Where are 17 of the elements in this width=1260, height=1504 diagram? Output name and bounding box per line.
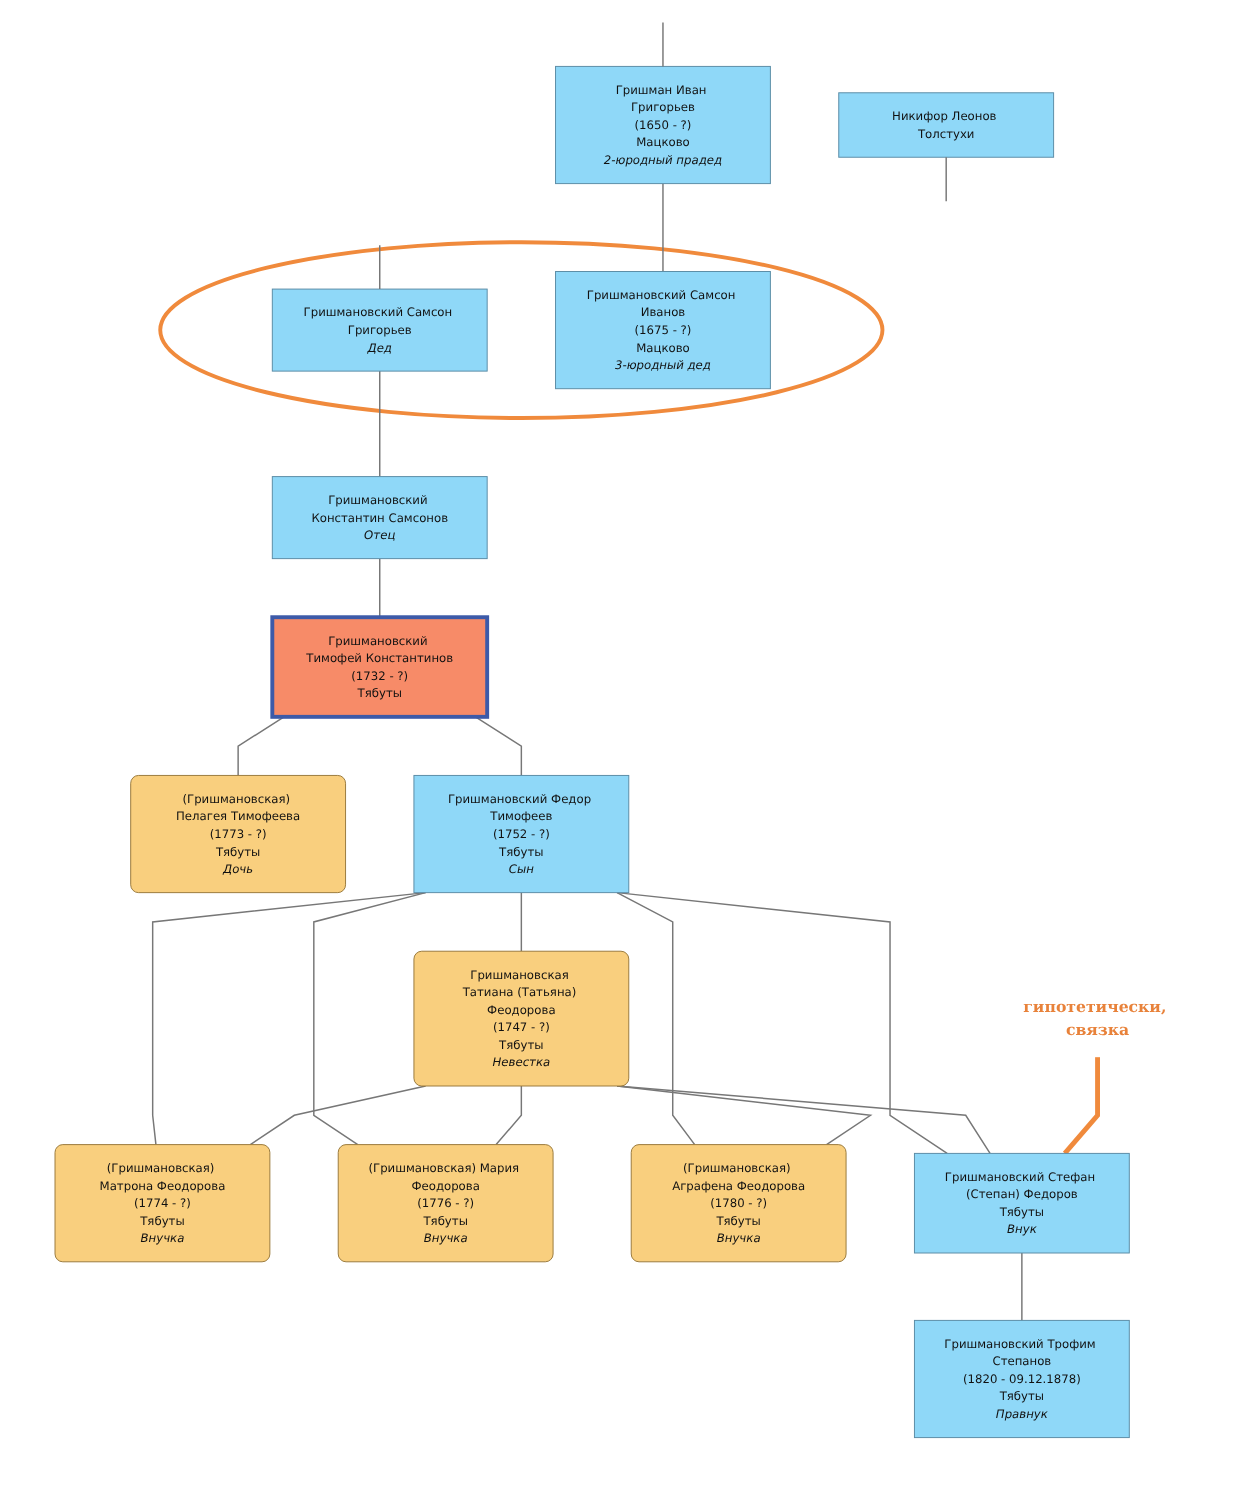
connector — [1062, 1056, 1100, 1155]
connector-line — [662, 21, 664, 68]
connector — [313, 891, 427, 1146]
connector — [616, 891, 696, 1146]
connector — [474, 716, 523, 777]
connector — [379, 370, 381, 478]
connector — [237, 716, 285, 777]
connector — [379, 557, 381, 618]
connector — [495, 1085, 523, 1146]
connector — [662, 182, 664, 273]
highlight-ellipse — [158, 240, 885, 420]
connector — [520, 891, 523, 952]
connector-line — [945, 156, 947, 202]
connector — [616, 891, 948, 1155]
connector — [151, 891, 427, 1146]
connector-line — [379, 244, 381, 290]
connector — [1021, 1252, 1023, 1322]
